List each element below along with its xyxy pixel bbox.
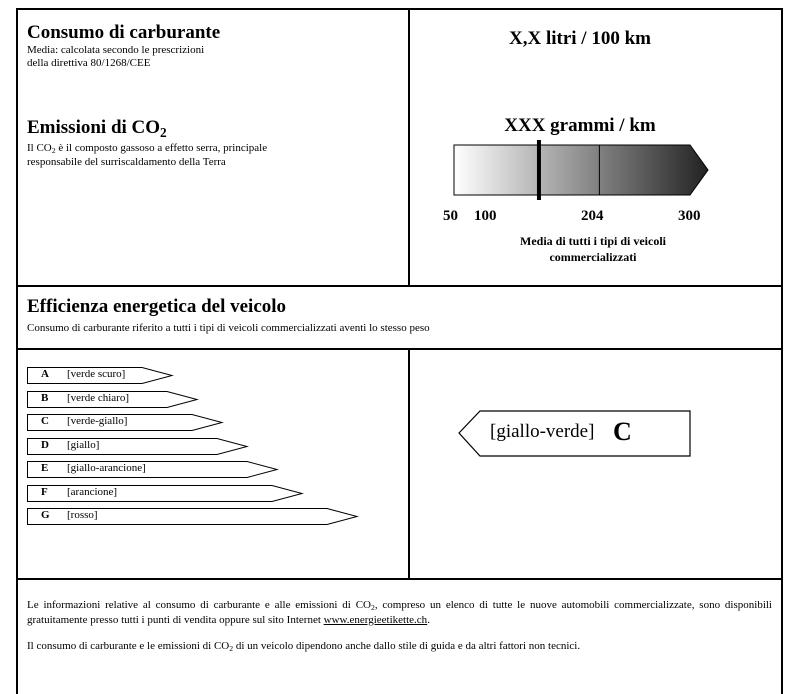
efficiency-class-letter: A: [41, 368, 49, 380]
efficiency-class-letter: F: [41, 485, 48, 498]
scale-tick-50: 50: [443, 208, 458, 224]
efficiency-class-d: D [giallo]: [27, 437, 249, 455]
section-divider-2: [16, 348, 783, 350]
efficiency-class-c: C [verde-giallo]: [27, 414, 224, 431]
efficiency-class-letter: D: [41, 438, 49, 451]
footer-info-paragraph: Le informazioni relative al consumo di c…: [27, 599, 772, 626]
efficiency-class-letter: G: [41, 509, 50, 521]
efficiency-class-a: A [verde scuro]: [27, 367, 174, 384]
average-note-1: Media di tutti i tipi di veicoli: [520, 234, 666, 248]
section-divider-3: [16, 578, 783, 580]
emission-note-1: Il CO2 è il composto gassoso a effetto s…: [27, 142, 268, 156]
efficiency-title: Efficienza energetica del veicolo: [27, 296, 287, 317]
consumption-note-2: della direttiva 80/1268/CEE: [27, 57, 151, 69]
efficiency-class-e: E [giallo-arancione]: [27, 461, 279, 478]
efficiency-subtitle: Consumo di carburante riferito a tutti i…: [27, 322, 430, 334]
section-divider-1: [16, 285, 783, 287]
label-frame: [16, 8, 783, 694]
efficiency-class-letter: E: [41, 462, 49, 474]
efficiency-class-letter: C: [41, 415, 49, 427]
rating-class-letter: C: [613, 417, 632, 446]
rating-arrow: [458, 410, 691, 457]
top-divider-vertical: [408, 8, 410, 286]
efficiency-class-name: [arancione]: [67, 485, 118, 498]
co2-scale-arrow: [453, 144, 709, 196]
scale-tick-300: 300: [678, 208, 701, 224]
efficiency-class-b: B [verde chiaro]: [27, 390, 199, 408]
scale-tick-100: 100: [474, 208, 497, 224]
scale-tick-204: 204: [581, 208, 604, 224]
efficiency-class-name: [verde chiaro]: [67, 391, 129, 404]
emission-note-2: responsabile del surriscaldamento della …: [27, 156, 226, 168]
energieetikette-link[interactable]: www.energieetikette.ch: [323, 614, 428, 626]
efficiency-class-f: F [arancione]: [27, 484, 304, 502]
average-note-2: commercializzati: [549, 250, 637, 264]
efficiency-class-name: [giallo-arancione]: [67, 462, 146, 474]
emission-value: XXX grammi / km: [504, 115, 656, 136]
classes-divider-vertical: [408, 348, 410, 579]
rating-class-name: [giallo-verde]: [490, 421, 595, 442]
co2-scale: [453, 140, 709, 200]
efficiency-class-name: [verde-giallo]: [67, 415, 128, 427]
emission-title: Emissioni di CO2: [27, 117, 167, 140]
efficiency-class-name: [giallo]: [67, 438, 100, 451]
efficiency-class-letter: B: [41, 391, 49, 404]
efficiency-class-name: [rosso]: [67, 509, 98, 521]
efficiency-class-name: [verde scuro]: [67, 368, 126, 380]
footer-note-paragraph: Il consumo di carburante e le emissioni …: [27, 640, 581, 654]
efficiency-class-g: G [rosso]: [27, 508, 359, 525]
consumption-title: Consumo di carburante: [27, 22, 221, 43]
consumption-note-1: Media: calcolata secondo le prescrizioni: [27, 44, 205, 56]
consumption-value: X,X litri / 100 km: [509, 28, 651, 49]
